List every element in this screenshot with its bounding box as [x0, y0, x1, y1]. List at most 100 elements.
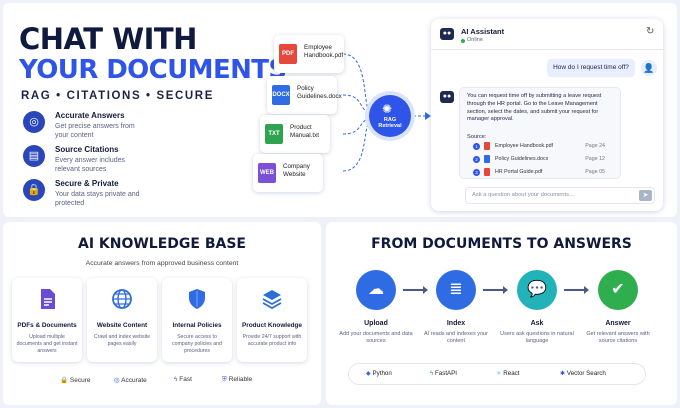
connector-line — [342, 122, 370, 172]
docx-icon — [484, 155, 490, 163]
layers-icon — [262, 290, 282, 310]
react-icon: ⚛ — [496, 370, 502, 377]
robot-icon: ●● — [440, 28, 454, 40]
document-name-line: Policy — [297, 85, 314, 92]
feature-title: Source Citations — [55, 145, 119, 154]
knowledge-subtitle: Accurate answers from approved business … — [85, 260, 239, 267]
target-icon: ◎ — [114, 377, 120, 384]
refresh-icon[interactable]: ↻ — [646, 26, 655, 37]
source-name: HR Portal Guide.pdf — [495, 169, 543, 175]
step-title: Ask — [530, 320, 544, 327]
docx-file-icon: DOCX — [272, 85, 290, 105]
document-name-line: Employee — [304, 44, 333, 51]
tech-python: ◆ Python — [366, 370, 392, 377]
tech-label: Vector Search — [566, 370, 606, 377]
lock-icon: 🔒 — [23, 179, 45, 201]
pdf-file-icon: PDF — [279, 44, 297, 64]
feature-desc: Every answer includes relevant sources — [55, 157, 126, 173]
source-number: 1 — [473, 143, 480, 150]
knowledge-title: AI KNOWLEDGE BASE — [77, 236, 246, 252]
card-title: Internal Policies — [172, 322, 222, 329]
pdf-icon — [484, 168, 490, 176]
assistant-title: AI Assistant — [461, 27, 505, 36]
step-title: Index — [446, 320, 466, 327]
hub-label-line: Retrieval — [378, 123, 402, 129]
target-icon: ◎ — [23, 111, 45, 133]
feature-desc: Your data stays private and protected — [55, 191, 140, 207]
source-item[interactable]: 3 HR Portal Guide.pdf Page 05 — [473, 167, 605, 178]
header-divider — [431, 49, 663, 50]
document-name-line: Product — [290, 124, 312, 131]
flow-arrow — [564, 286, 589, 294]
check-circle-icon: ✔ — [598, 270, 638, 310]
connector-line — [342, 94, 370, 114]
source-item[interactable]: 2 Policy Guidelines.docx Page 12 — [473, 154, 605, 165]
shield-check-icon: ⛨ — [222, 376, 227, 383]
knowledge-card-website: Website Content Crawl and index website … — [87, 278, 157, 362]
card-desc: Secure access to company policies and pr… — [172, 334, 222, 354]
badge-accurate: ◎ Accurate — [114, 376, 147, 384]
source-item[interactable]: 1 Employee Handbook.pdf Page 24 — [473, 141, 605, 152]
hero-title-line2: YOUR DOCUMENTS — [19, 55, 287, 85]
web-file-icon: WEB — [258, 163, 276, 183]
card-title: Product Knowledge — [241, 322, 302, 329]
globe-icon — [112, 289, 132, 309]
card-desc: Provide 24/7 support with accurate produ… — [242, 334, 302, 347]
step-title: Answer — [605, 320, 631, 327]
txt-file-icon: TXT — [265, 124, 283, 144]
chat-bubble-icon: 💬 — [517, 270, 557, 310]
lightning-icon: ϟ — [174, 376, 178, 383]
badge-secure: 🔒 Secure — [60, 376, 91, 384]
source-name: Policy Guidelines.docx — [495, 156, 549, 162]
chat-input[interactable]: Ask a question about your documents... ➤ — [465, 187, 655, 204]
vector-search-icon: ✱ — [560, 370, 566, 377]
assistant-reply-text: You can request time off by submitting a… — [467, 93, 602, 123]
connector-line — [342, 118, 370, 135]
assistant-reply-bubble: You can request time off by submitting a… — [459, 87, 621, 179]
hero-panel: CHAT WITH YOUR DOCUMENTS RAG • CITATIONS… — [3, 3, 677, 217]
tech-label: Python — [372, 370, 392, 377]
database-icon: ≣ — [436, 270, 476, 310]
send-icon[interactable]: ➤ — [639, 190, 652, 201]
fastapi-icon: ϟ — [430, 370, 434, 377]
document-name-line: Guidelines.docx — [297, 93, 342, 100]
badge-fast: ϟ Fast — [174, 376, 192, 383]
source-label: Source: — [467, 134, 487, 140]
tech-vector-search: ✱ Vector Search — [560, 370, 606, 377]
badge-label: Fast — [179, 376, 192, 383]
flow-arrow — [483, 286, 508, 294]
hero-title-line1: CHAT WITH — [19, 22, 197, 56]
arrow-head — [425, 112, 431, 120]
card-title: PDFs & Documents — [17, 322, 77, 329]
flow-title: FROM DOCUMENTS TO ANSWERS — [371, 236, 632, 252]
step-desc: Add your documents and data sources — [339, 331, 413, 344]
hub-label-line: RAG — [383, 117, 397, 123]
tech-stack-bar — [348, 363, 646, 385]
document-search-icon: ▤ — [23, 145, 45, 167]
source-name: Employee Handbook.pdf — [495, 143, 554, 149]
user-avatar-icon: 👤 — [641, 60, 657, 76]
assistant-status: Online — [467, 37, 483, 43]
connector-lines — [342, 53, 431, 172]
step-desc: AI reads and indexes your content — [424, 331, 488, 344]
document-name-line: Manual.txt — [290, 132, 320, 139]
upload-cloud-icon: ☁ — [356, 270, 396, 310]
knowledge-card-policies: Internal Policies Secure access to compa… — [162, 278, 232, 362]
document-icon — [41, 289, 55, 309]
badge-label: Reliable — [228, 376, 253, 383]
source-number: 2 — [473, 156, 480, 163]
knowledge-card-product: Product Knowledge Provide 24/7 support w… — [237, 278, 307, 362]
feature-title: Secure & Private — [55, 179, 119, 188]
hero-tagline: RAG • CITATIONS • SECURE — [21, 90, 214, 102]
knowledge-card-pdfs: PDFs & Documents Upload multiple documen… — [12, 278, 82, 362]
brain-icon: ✺ — [382, 102, 393, 116]
step-title: Upload — [364, 320, 388, 327]
badge-label: Secure — [69, 377, 91, 384]
chat-window: ●● AI Assistant Online ↻ How do I reques… — [431, 19, 663, 211]
